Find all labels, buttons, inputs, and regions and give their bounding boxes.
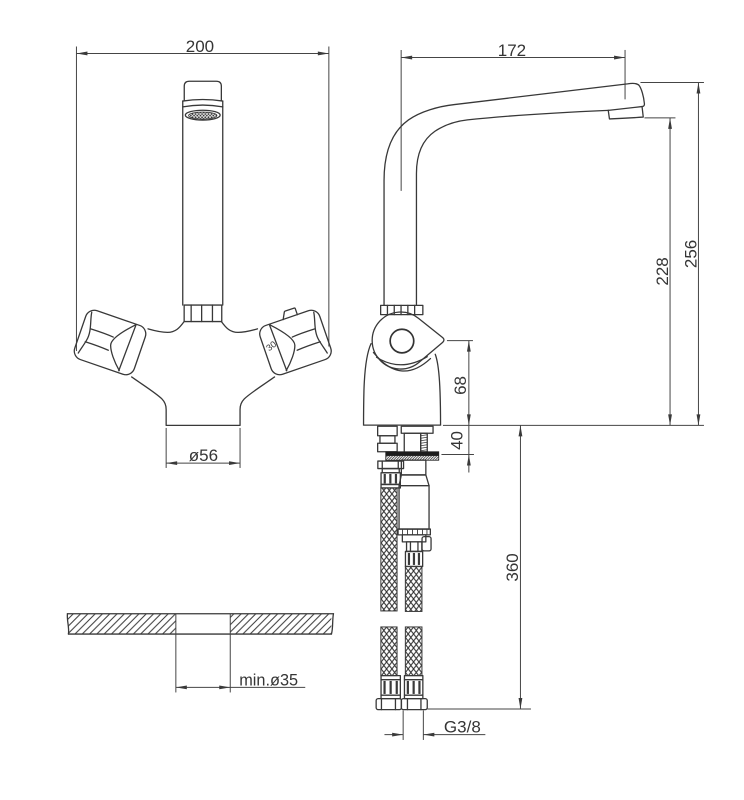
- svg-text:228: 228: [653, 257, 672, 285]
- svg-text:172: 172: [498, 41, 526, 60]
- svg-text:40: 40: [447, 431, 466, 450]
- svg-text:ø56: ø56: [189, 446, 218, 465]
- svg-text:200: 200: [186, 37, 214, 56]
- svg-text:G3/8: G3/8: [444, 718, 481, 737]
- svg-text:30: 30: [264, 339, 278, 353]
- svg-text:256: 256: [681, 240, 700, 268]
- svg-text:68: 68: [451, 376, 470, 395]
- svg-text:min.ø35: min.ø35: [239, 672, 298, 690]
- svg-text:360: 360: [503, 553, 522, 581]
